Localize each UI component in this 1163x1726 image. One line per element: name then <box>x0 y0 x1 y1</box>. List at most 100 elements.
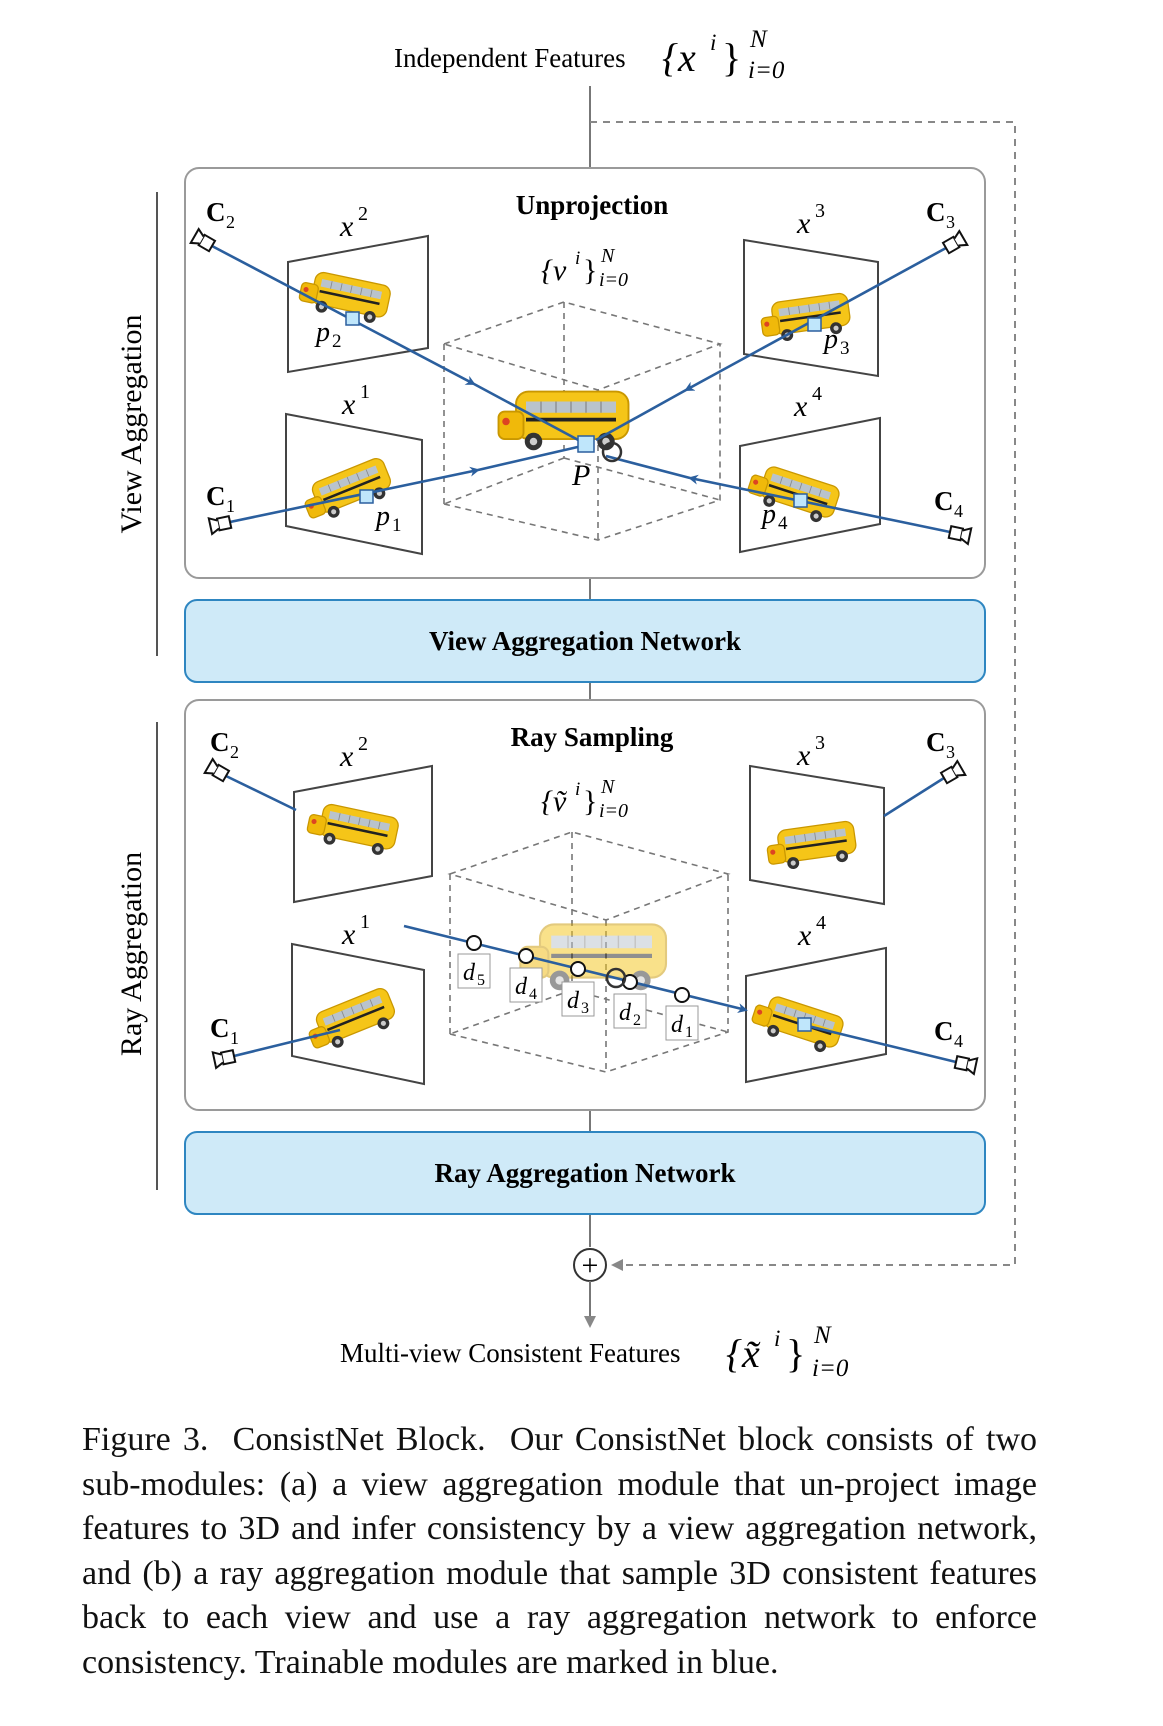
image-plane-x4 <box>739 416 881 554</box>
camera-icon-c3-ray: C 3 <box>926 727 967 786</box>
svg-text:3: 3 <box>815 732 825 754</box>
svg-text:View Aggregation Network: View Aggregation Network <box>429 626 741 656</box>
svg-text:C: C <box>934 486 954 516</box>
svg-text:C: C <box>210 727 230 757</box>
sample-point-d5 <box>466 935 482 951</box>
svg-text:{x: {x <box>662 35 696 80</box>
voxel-volume-cube <box>441 301 723 541</box>
svg-text:x: x <box>339 210 354 243</box>
svg-text:1: 1 <box>392 515 402 536</box>
svg-text:4: 4 <box>778 513 788 534</box>
point-p-label: P <box>571 459 590 492</box>
svg-text:d: d <box>619 1000 632 1026</box>
caption-label: Figure 3. <box>82 1421 209 1458</box>
image-plane-x1-ray <box>291 942 425 1086</box>
svg-text:1: 1 <box>360 381 370 403</box>
image-plane-x2-ray <box>293 764 433 904</box>
volume-notation: {v i } N i=0 <box>541 245 628 291</box>
svg-text:3: 3 <box>815 200 825 222</box>
image-plane-x4-ray <box>745 946 887 1084</box>
svg-text:d: d <box>463 960 476 986</box>
camera-icon-c4: C 4 <box>934 486 973 545</box>
consistnet-diagram: Independent Features {x i } N i=0 View A… <box>115 26 1016 1382</box>
svg-text:}: } <box>722 35 741 80</box>
svg-text:x: x <box>797 919 812 952</box>
svg-text:Independent Features: Independent Features <box>394 43 626 73</box>
ray-sampling-title: Ray Sampling <box>511 722 674 752</box>
svg-text:i=0: i=0 <box>748 57 785 84</box>
svg-text:x: x <box>341 388 356 421</box>
svg-text:2: 2 <box>633 1012 641 1029</box>
image-plane-x3 <box>743 238 879 378</box>
svg-text:1: 1 <box>230 1028 239 1048</box>
svg-text:C: C <box>206 197 226 227</box>
svg-text:2: 2 <box>358 203 368 225</box>
image-plane-x3-ray <box>749 764 885 906</box>
camera-icon-c2-ray: C 2 <box>203 727 239 784</box>
svg-text:p: p <box>822 324 838 355</box>
image-plane-x1 <box>285 412 423 556</box>
svg-text:}: } <box>786 1331 805 1376</box>
svg-text:}: } <box>583 785 597 818</box>
svg-text:{v: {v <box>541 254 567 287</box>
sample-point-d4 <box>518 948 534 964</box>
svg-text:4: 4 <box>812 383 822 405</box>
svg-text:N: N <box>600 245 616 267</box>
sample-point-d1 <box>674 987 690 1003</box>
sample-point-d3 <box>570 961 586 977</box>
svg-text:i: i <box>774 1326 780 1351</box>
svg-text:p: p <box>760 499 776 530</box>
camera-icon-c1: C 1 <box>206 481 235 535</box>
ray-aggregation-label: Ray Aggregation <box>115 852 148 1056</box>
svg-text:C: C <box>206 481 226 511</box>
svg-text:i: i <box>575 779 580 800</box>
svg-text:N: N <box>749 26 768 53</box>
svg-text:i=0: i=0 <box>599 800 628 822</box>
svg-text:1: 1 <box>226 496 235 516</box>
svg-text:1: 1 <box>360 911 370 933</box>
svg-text:3: 3 <box>840 338 850 359</box>
svg-text:{ṽ: {ṽ <box>541 785 568 818</box>
output-features-label: Multi-view Consistent Features {x̃ i } N… <box>340 1322 849 1382</box>
view-aggregation-label: View Aggregation <box>115 315 148 534</box>
svg-text:2: 2 <box>358 733 368 755</box>
svg-text:N: N <box>813 1322 832 1349</box>
projection-marker-p1 <box>359 489 374 504</box>
svg-text:x: x <box>793 390 808 423</box>
skip-connection <box>590 121 1016 1271</box>
svg-text:d: d <box>671 1012 684 1038</box>
projection-marker-p4 <box>793 493 808 508</box>
svg-text:C: C <box>210 1013 230 1043</box>
caption-title: ConsistNet Block. <box>232 1421 486 1458</box>
svg-text:i: i <box>575 248 580 269</box>
camera-icon-c1-ray: C 1 <box>210 1013 239 1069</box>
svg-text:C: C <box>926 727 946 757</box>
svg-text:+: + <box>582 1249 599 1282</box>
svg-text:Multi-view Consistent Features: Multi-view Consistent Features <box>340 1338 680 1368</box>
svg-text:4: 4 <box>954 1031 963 1051</box>
point-p-marker <box>601 441 623 463</box>
projection-marker-p3 <box>807 317 822 332</box>
unprojection-panel: Unprojection {v i } N i=0 <box>184 167 986 579</box>
caption-body: Our ConsistNet block consists of two sub… <box>82 1421 1046 1681</box>
residual-add-node: + <box>573 1248 607 1282</box>
input-features-label: Independent Features {x i } N i=0 <box>394 26 785 84</box>
svg-text:2: 2 <box>226 212 235 232</box>
camera-rays-ray-panel <box>225 774 957 1064</box>
svg-text:4: 4 <box>954 501 963 521</box>
svg-text:5: 5 <box>477 972 485 989</box>
figure-caption: Figure 3. ConsistNet Block. Our ConsistN… <box>82 1418 1037 1685</box>
ray-target-marker <box>797 1017 812 1032</box>
svg-text:d: d <box>515 974 528 1000</box>
svg-text:i=0: i=0 <box>812 1355 849 1382</box>
svg-text:i=0: i=0 <box>599 269 628 291</box>
camera-icon-c2: C 2 <box>189 197 235 254</box>
